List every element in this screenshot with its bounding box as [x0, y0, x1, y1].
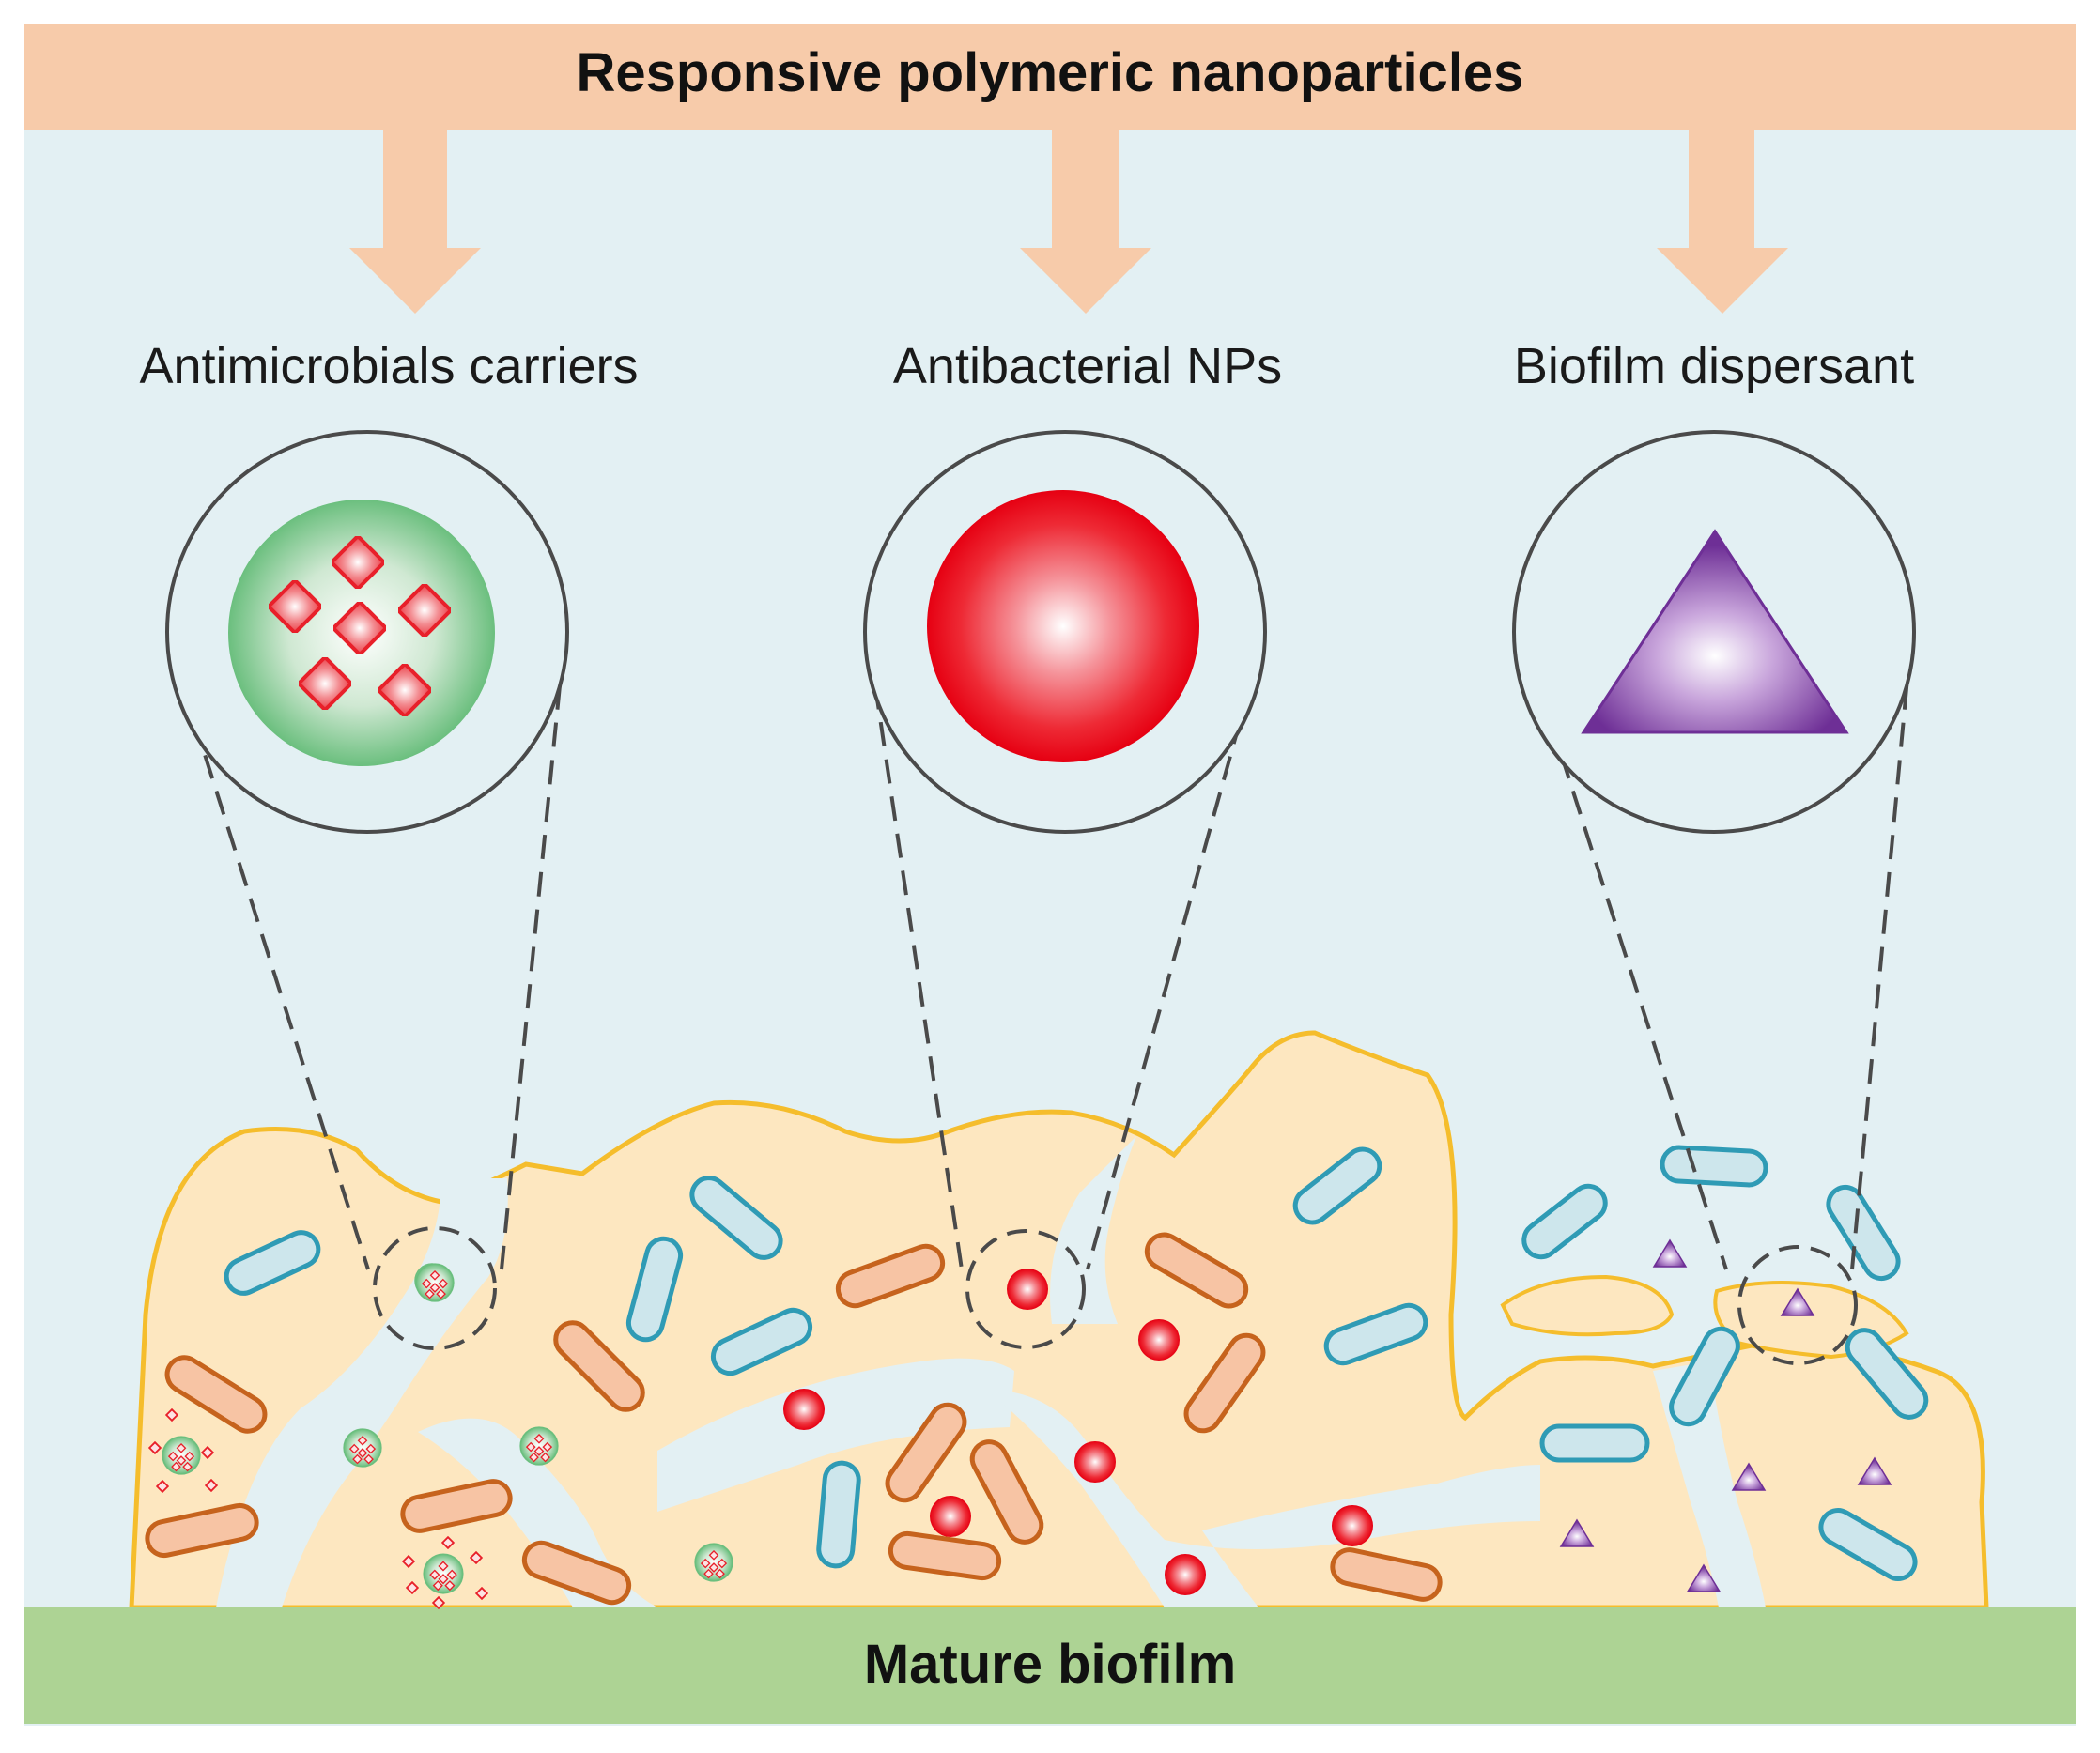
bacterium — [1292, 1146, 1382, 1225]
category-label-biofilm-dispersant: Biofilm dispersant — [1513, 338, 1915, 394]
bacterium — [1330, 1547, 1443, 1602]
arrow-middle — [1020, 128, 1151, 314]
red-np-large — [927, 490, 1199, 762]
zoom-callout-carriers — [165, 430, 569, 1350]
bacterium — [164, 1355, 268, 1434]
purple-triangle-large — [1581, 529, 1849, 734]
bacterium — [625, 1236, 684, 1343]
substrate-bar — [24, 1607, 2076, 1724]
bacterium — [710, 1307, 813, 1376]
red-np — [1007, 1269, 1048, 1310]
bacterium — [1183, 1332, 1266, 1434]
arrow-right — [1657, 128, 1788, 314]
bacterium — [835, 1243, 946, 1309]
bacterium — [1660, 1145, 1768, 1188]
zoom-callout-dispersant — [1512, 430, 1916, 1365]
bacteria-blue — [224, 1145, 1929, 1581]
bacterium — [969, 1439, 1044, 1545]
header-bar — [24, 24, 2076, 130]
bacterium — [689, 1176, 783, 1260]
bacterium — [1845, 1328, 1929, 1420]
zoom-source-circle — [373, 1226, 497, 1350]
arrows — [349, 128, 1788, 314]
red-np — [1165, 1554, 1206, 1595]
substrate-label: Mature biofilm — [863, 1634, 1237, 1695]
bacterium — [885, 1402, 967, 1503]
bacterium — [888, 1530, 1002, 1581]
red-np — [783, 1389, 825, 1430]
zoom-callout-antibacterial — [863, 430, 1267, 1349]
arrow-left — [349, 128, 481, 314]
bacteria-orange — [145, 1232, 1443, 1606]
zoom-source-circle — [1737, 1245, 1858, 1365]
zoom-source-circle — [965, 1229, 1086, 1349]
category-label-antibacterial-nps: Antibacterial NPs — [892, 338, 1283, 394]
bacterium — [1539, 1423, 1650, 1463]
bacterium — [1818, 1508, 1918, 1581]
bacterium — [224, 1230, 321, 1296]
bacterium — [1669, 1326, 1740, 1427]
bacterium — [553, 1320, 645, 1412]
red-np — [1332, 1505, 1373, 1546]
bacterium — [1521, 1183, 1608, 1260]
bacterium — [521, 1540, 632, 1606]
bacterium — [1144, 1232, 1249, 1309]
category-label-antimicrobials-carriers: Antimicrobials carriers — [139, 338, 639, 394]
bacterium — [1826, 1184, 1901, 1282]
bacterium — [145, 1502, 259, 1559]
red-np — [1074, 1441, 1116, 1483]
bacterium — [816, 1460, 861, 1569]
red-np — [930, 1496, 971, 1537]
bacterium — [400, 1479, 513, 1533]
bacterium — [1323, 1302, 1428, 1366]
red-np — [1138, 1319, 1180, 1361]
diagram-title: Responsive polymeric nanoparticles — [576, 42, 1524, 103]
antibacterial-nps-scattered — [783, 1269, 1373, 1595]
